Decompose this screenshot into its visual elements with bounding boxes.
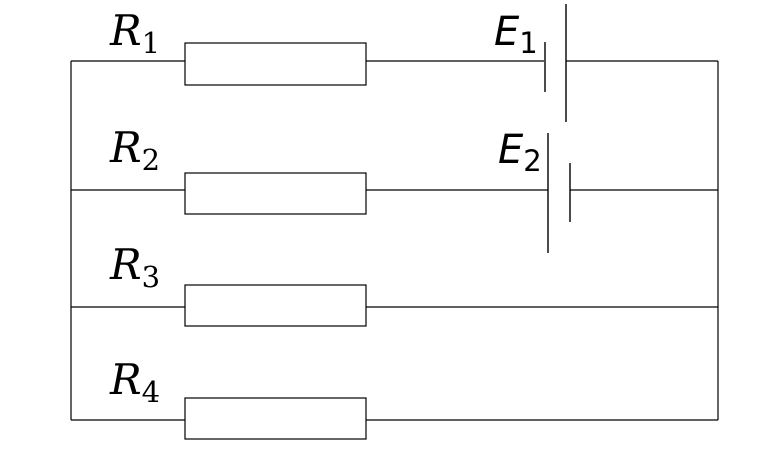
label-r3-index: 3 <box>141 260 161 294</box>
label-r1-letter: R <box>110 6 142 55</box>
label-r4-letter: R <box>110 355 142 404</box>
resistor-r3 <box>184 284 367 327</box>
label-r2-index: 2 <box>141 143 161 177</box>
label-e1-letter: E <box>494 9 520 55</box>
label-e1-index: 1 <box>519 26 538 60</box>
resistor-r4 <box>184 397 367 440</box>
label-r2-letter: R <box>110 123 142 172</box>
resistor-r2 <box>184 172 367 215</box>
label-r1: R1 <box>110 10 160 58</box>
resistor-r1 <box>184 42 367 86</box>
label-e1: E1 <box>494 9 538 58</box>
label-e2: E2 <box>498 127 542 176</box>
label-r4: R4 <box>110 359 160 407</box>
label-r4-index: 4 <box>141 375 161 409</box>
label-r2: R2 <box>110 127 160 175</box>
label-r3-letter: R <box>110 240 142 289</box>
label-r1-index: 1 <box>141 26 161 60</box>
label-e2-index: 2 <box>523 144 542 178</box>
label-r3: R3 <box>110 244 160 292</box>
label-e2-letter: E <box>498 127 524 173</box>
